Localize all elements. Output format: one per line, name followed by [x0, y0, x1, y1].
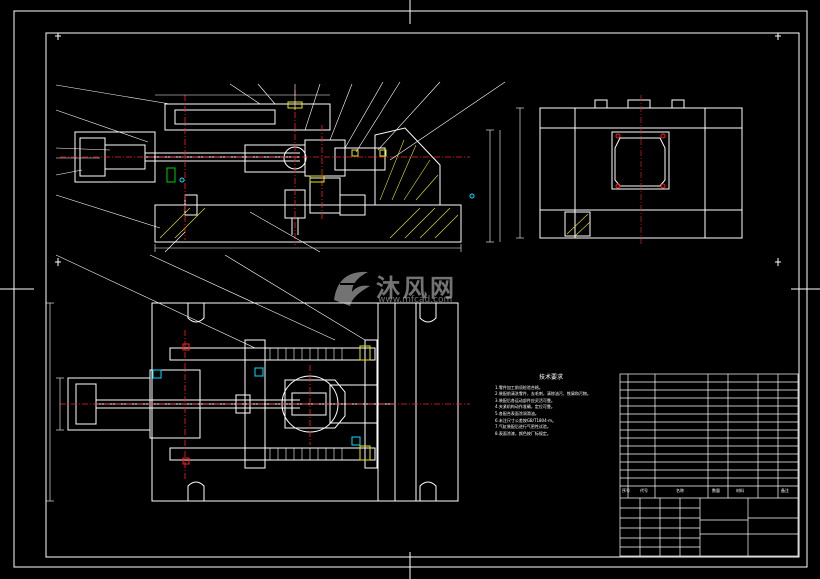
technical-notes: 技术要求 1.零件加工前须检验合格。 2.装配前清洗零件，去毛刺，清除油污、铁屑… [495, 374, 607, 437]
front-section-view [60, 90, 475, 245]
parts-list-header-code: 代号 [640, 488, 648, 493]
note-line: 5.各配合表面涂润滑油。 [495, 410, 539, 416]
watermark: 沐风网 www.mfcad.com [332, 268, 492, 308]
note-line: 4.夹紧机构动作准确，定位可靠。 [495, 404, 555, 410]
note-line: 3.装配后各运动部件应灵活可靠。 [495, 397, 555, 403]
front-view-leaders [55, 81, 506, 253]
note-line: 2.装配前清洗零件，去毛刺，清除油污、铁屑和污物。 [495, 391, 591, 397]
watermark-title: 沐风网 [376, 274, 457, 302]
parts-list-header-remark: 备注 [781, 488, 789, 493]
note-line: 7.气缸装配后进行气密性试验。 [495, 424, 551, 430]
note-line: 8.表面涂漆，颜色按厂标规定。 [495, 430, 551, 436]
note-line: 1.零件加工前须检验合格。 [495, 384, 543, 390]
top-view [60, 302, 470, 502]
top-view-dimensions [46, 254, 366, 502]
parts-list-header-name: 名称 [676, 488, 684, 493]
parts-list-header-material: 材料 [736, 488, 744, 493]
note-line: 6.未注尺寸公差按GB/T1804-m。 [495, 417, 556, 423]
front-view-dimensions [154, 94, 501, 252]
technical-notes-title: 技术要求 [538, 374, 563, 381]
mufeng-logo-icon [334, 271, 370, 306]
side-view [516, 95, 743, 245]
watermark-url: www.mfcad.com [378, 295, 453, 305]
parts-list-header-no: 序号 [622, 488, 630, 493]
parts-list-header-qty: 数量 [712, 488, 720, 493]
title-block [619, 373, 799, 557]
